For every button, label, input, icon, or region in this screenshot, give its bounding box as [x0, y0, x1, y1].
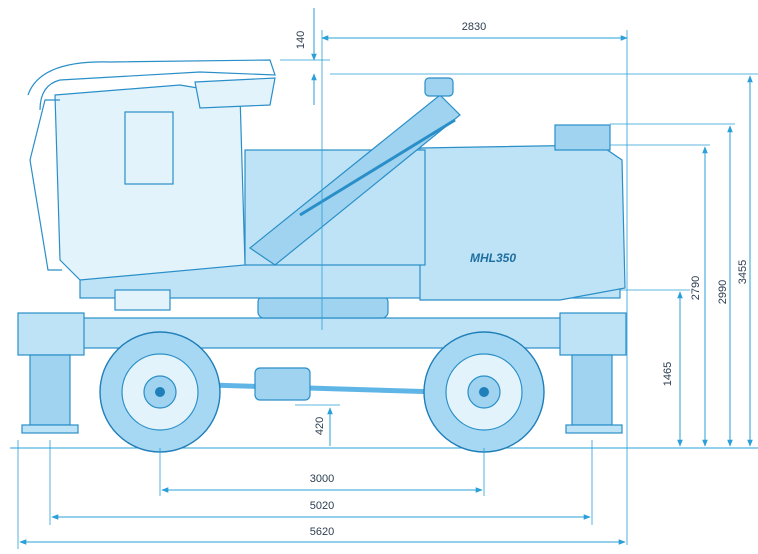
outrigger-left: [17, 312, 85, 356]
rear-wheel: [423, 331, 545, 453]
outrigger-pad-right: [571, 354, 613, 426]
transmission: [254, 367, 311, 401]
dim-140-label: 140: [295, 31, 307, 49]
outrigger-right: [559, 312, 627, 356]
roof-visor: [194, 77, 276, 109]
dim-3455-label: 3455: [737, 260, 749, 284]
boom-cylinder: [299, 118, 456, 217]
dim-2790-label: 2790: [690, 276, 702, 300]
dim-2990-label: 2990: [717, 280, 729, 304]
cab-steps: [114, 289, 171, 311]
outrigger-foot-left: [21, 424, 79, 434]
model-badge: MHL350: [470, 251, 516, 265]
dim-3000-label: 3000: [310, 473, 334, 485]
drive-shaft: [209, 382, 441, 395]
engine-housing: [419, 144, 626, 301]
boom-head: [424, 77, 454, 97]
dim-1465-label: 1465: [662, 362, 674, 386]
outrigger-foot-right: [565, 424, 623, 434]
engine-top: [554, 124, 611, 151]
machine: MHL350: [17, 59, 627, 453]
dim-5620-label: 5620: [310, 526, 334, 538]
dim-5020-label: 5020: [310, 500, 334, 512]
dim-2830-label: 2830: [462, 21, 486, 33]
cab-window: [124, 111, 174, 185]
dim-420-label: 420: [314, 417, 326, 435]
outrigger-pad-left: [29, 354, 71, 426]
slewing-ring: [257, 295, 389, 319]
cab-front-frame: [29, 99, 62, 271]
roof-guard: [27, 59, 276, 111]
front-wheel: [99, 331, 221, 453]
